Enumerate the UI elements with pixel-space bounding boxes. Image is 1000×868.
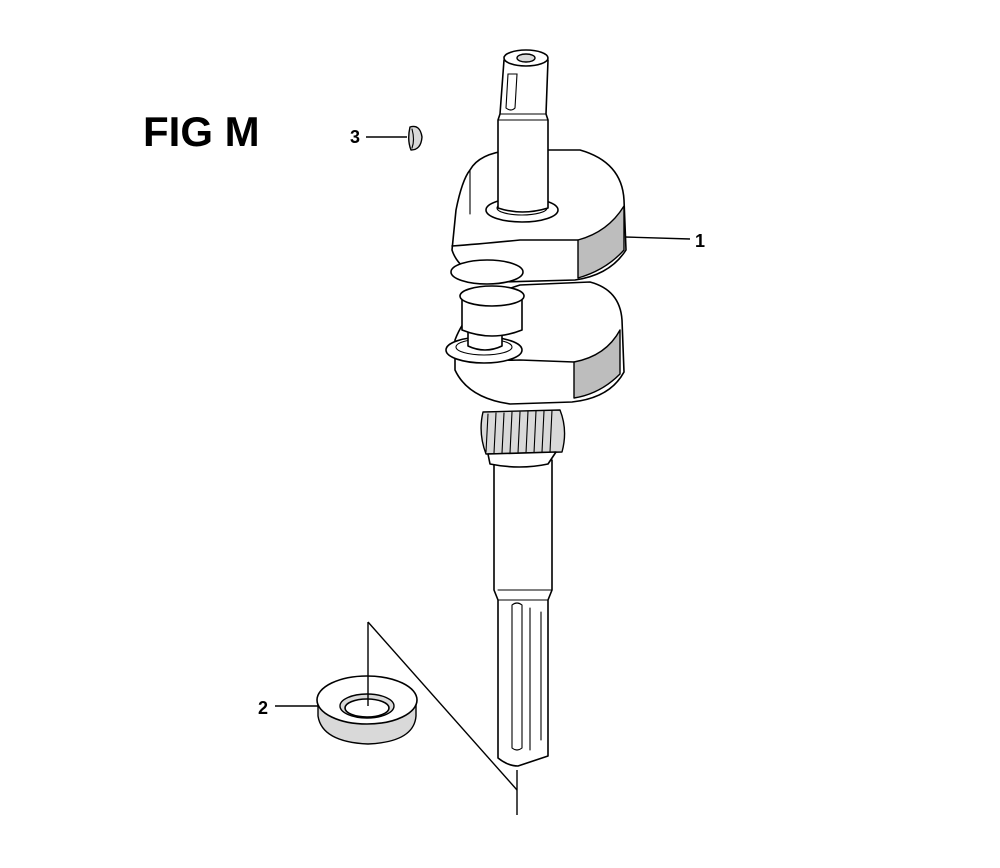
oil-seal-part[interactable] (316, 675, 418, 745)
callout-2-label: 2 (258, 698, 268, 718)
callout-3-label: 3 (350, 127, 360, 147)
callout-1-leader (624, 236, 691, 240)
figure-title: FIG M (143, 108, 260, 155)
crankshaft-part[interactable] (445, 49, 627, 767)
woodruff-key-part[interactable] (408, 125, 423, 151)
assembly-indicator-lines (367, 621, 518, 815)
callout-1-label: 1 (695, 231, 705, 251)
